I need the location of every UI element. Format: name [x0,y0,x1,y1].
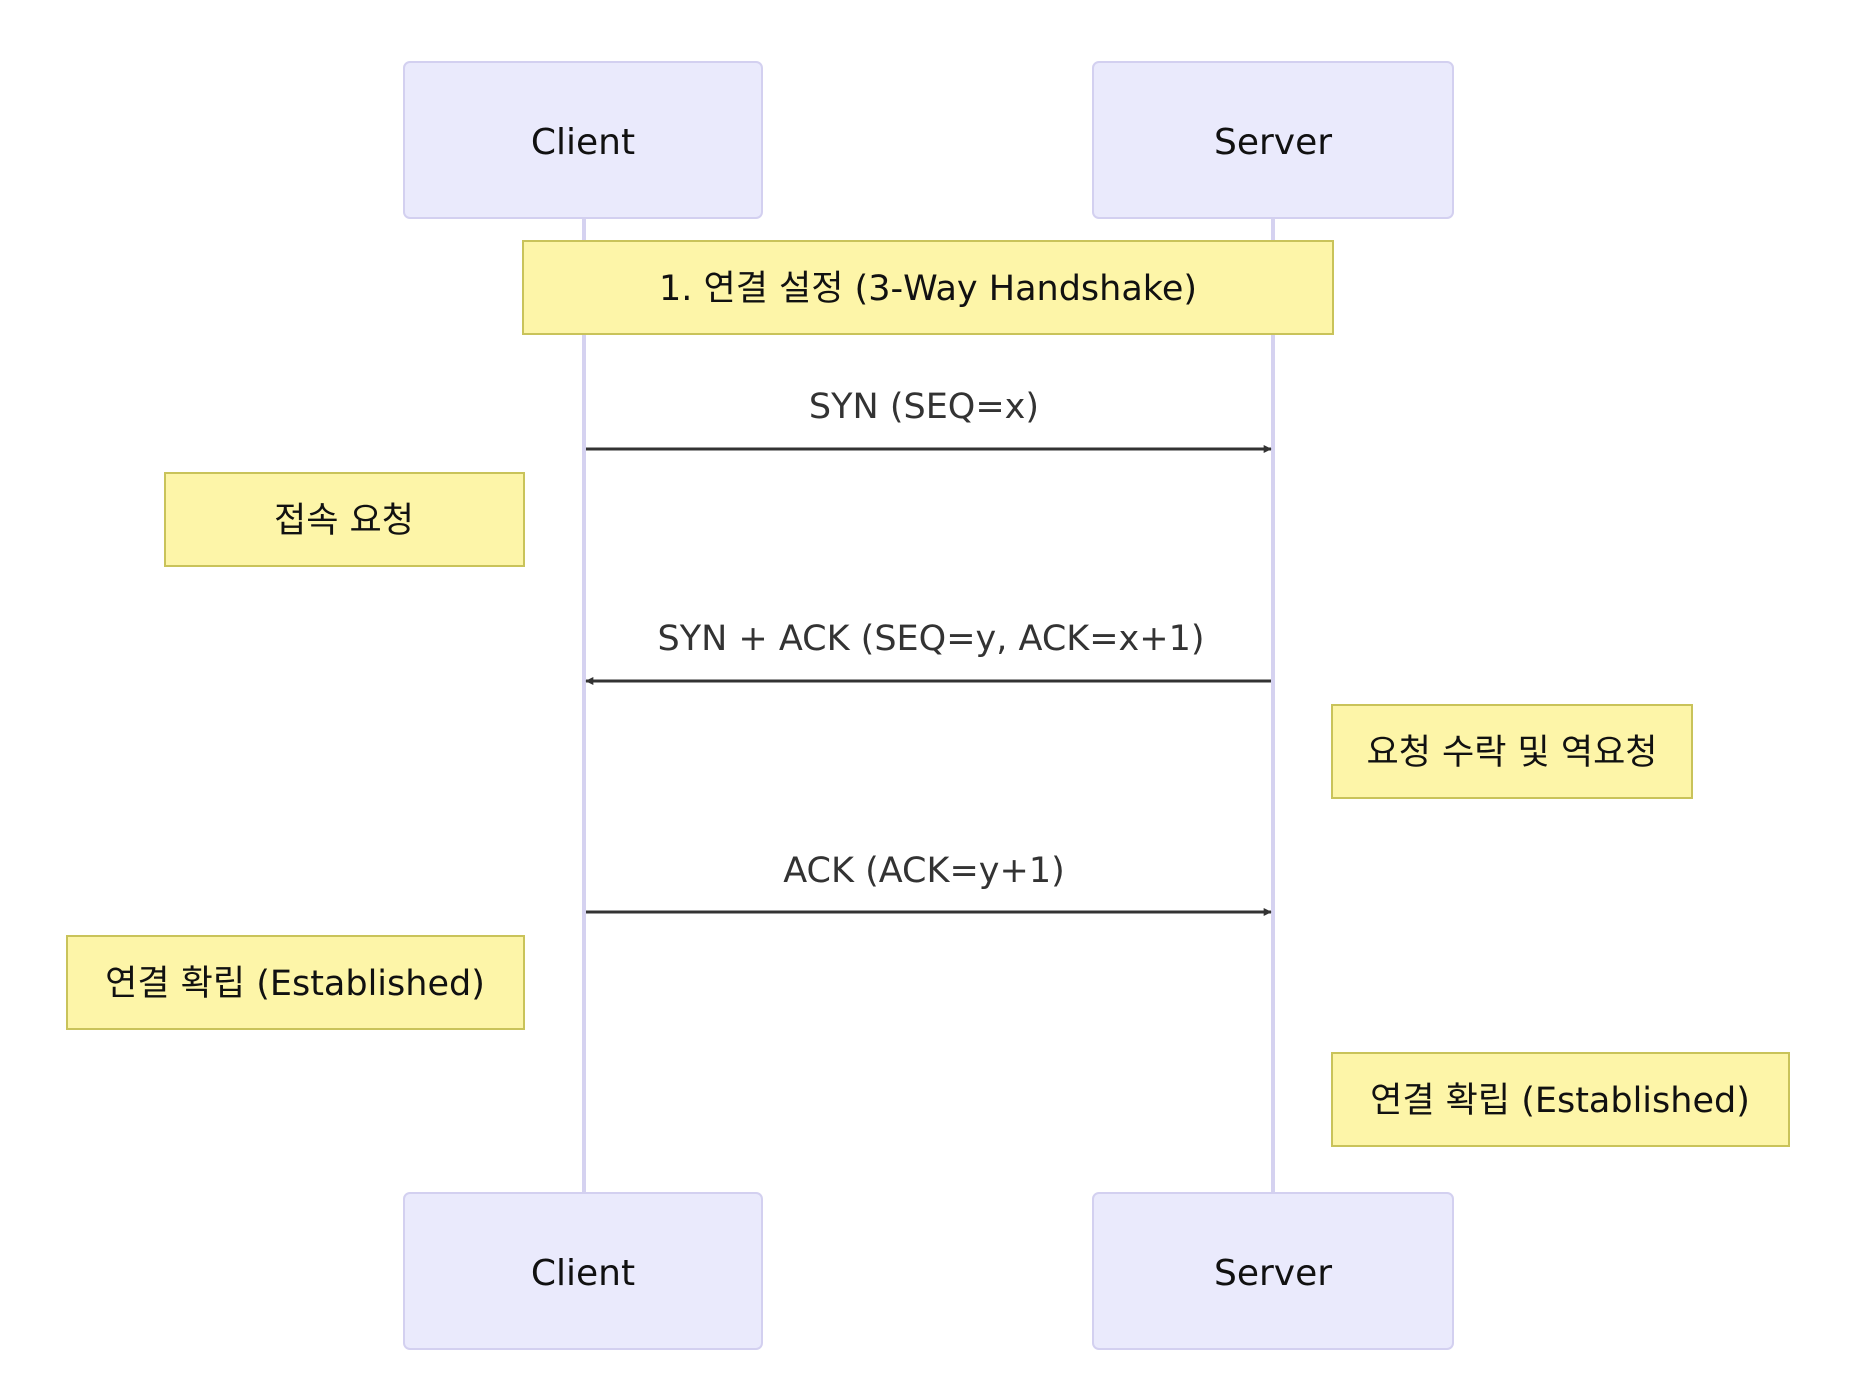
note-server-established-label: 연결 확립 (Established) [1370,1081,1750,1121]
server-actor-bottom: Server [1092,1192,1454,1350]
message-ack-label: ACK (ACK=y+1) [783,851,1065,891]
client-actor-bottom: Client [403,1192,763,1350]
client-actor-bottom-label: Client [531,1253,635,1294]
note-client-request-label: 접속 요청 [274,501,414,541]
message-syn-ack: SYN + ACK (SEQ=y, ACK=x+1) [585,619,1271,685]
client-actor-top: Client [403,61,763,219]
message-syn: SYN (SEQ=x) [586,387,1272,453]
message-syn-label: SYN (SEQ=x) [809,387,1039,427]
server-actor-top-label: Server [1214,122,1332,163]
phase-note-label: 1. 연결 설정 (3-Way Handshake) [659,269,1197,309]
client-actor-top-label: Client [531,122,635,163]
phase-note: 1. 연결 설정 (3-Way Handshake) [522,240,1334,335]
note-server-established: 연결 확립 (Established) [1331,1052,1790,1147]
message-syn-ack-label: SYN + ACK (SEQ=y, ACK=x+1) [657,619,1204,659]
note-client-established: 연결 확립 (Established) [66,935,525,1030]
note-client-request: 접속 요청 [164,472,525,567]
note-server-accept: 요청 수락 및 역요청 [1331,704,1693,799]
note-server-accept-label: 요청 수락 및 역요청 [1367,733,1658,773]
server-actor-top: Server [1092,61,1454,219]
message-ack: ACK (ACK=y+1) [586,851,1272,916]
server-actor-bottom-label: Server [1214,1253,1332,1294]
note-client-established-label: 연결 확립 (Established) [105,964,485,1004]
